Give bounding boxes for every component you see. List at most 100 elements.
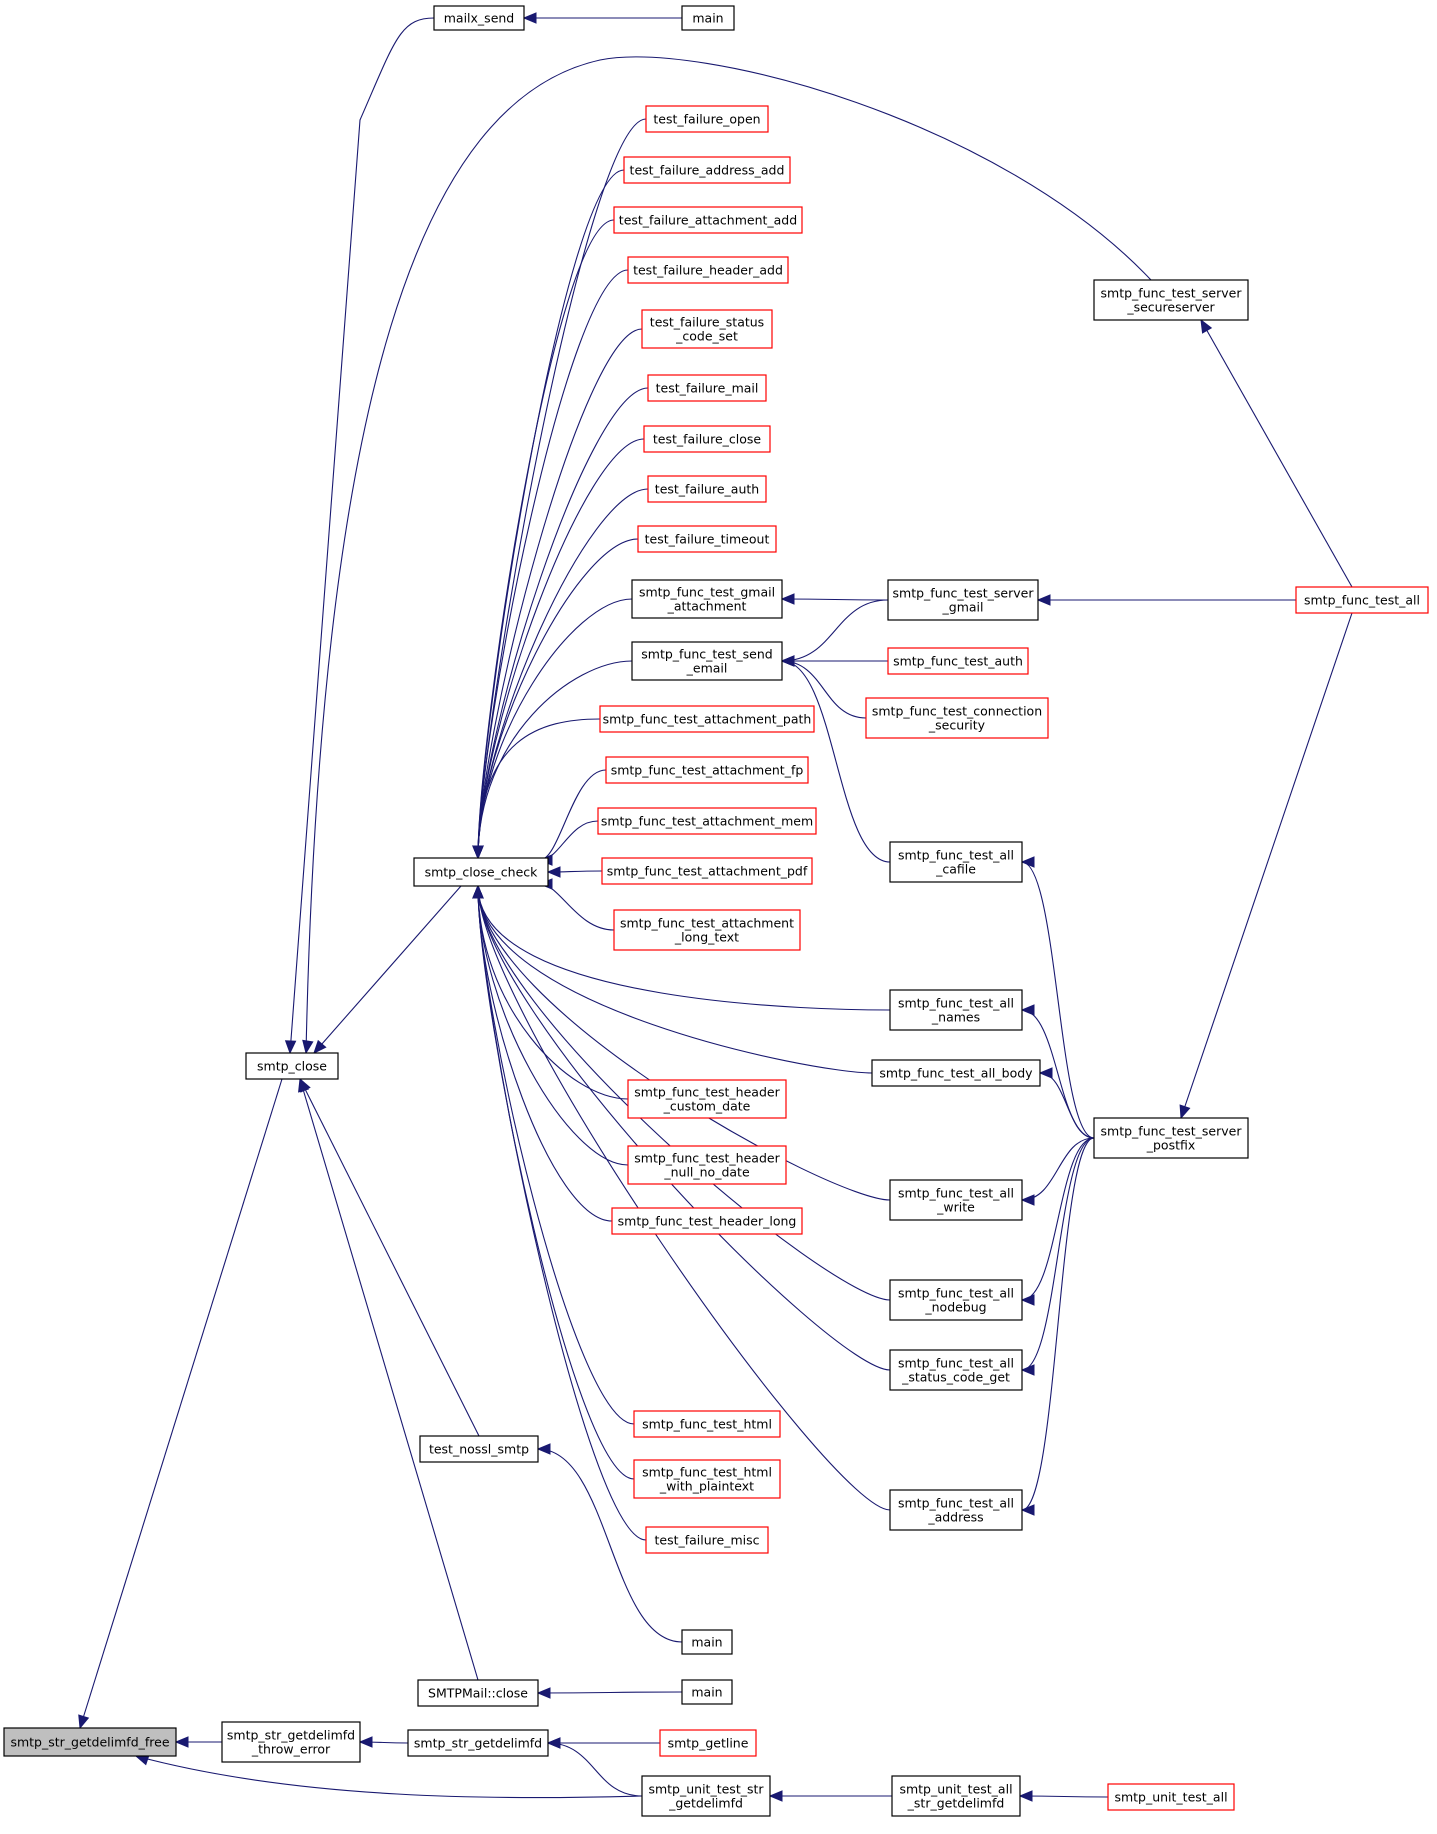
- node-box[interactable]: [641, 309, 773, 349]
- node-nossl[interactable]: test_nossl_smtp: [419, 1435, 539, 1463]
- node-tf-close[interactable]: test_failure_close: [643, 425, 771, 453]
- node-tf-auth[interactable]: test_failure_auth: [647, 475, 767, 503]
- node-box[interactable]: [599, 705, 815, 733]
- node-box[interactable]: [3, 1727, 177, 1757]
- node-focus[interactable]: smtp_str_getdelimfd_free: [3, 1727, 177, 1757]
- node-box[interactable]: [633, 1459, 781, 1499]
- node-all-body[interactable]: smtp_func_test_all_body: [871, 1059, 1041, 1087]
- node-box[interactable]: [627, 256, 789, 284]
- node-box[interactable]: [889, 1489, 1023, 1531]
- node-box[interactable]: [1107, 1783, 1235, 1811]
- node-box[interactable]: [1093, 1117, 1249, 1159]
- node-hdr-null[interactable]: smtp_func_test_header_null_no_date: [627, 1145, 787, 1185]
- node-box[interactable]: [887, 579, 1039, 621]
- node-box[interactable]: [659, 1729, 757, 1757]
- node-gmail-att[interactable]: smtp_func_test_gmail_attachment: [631, 579, 783, 619]
- node-getdelimfd[interactable]: smtp_str_getdelimfd: [407, 1729, 549, 1757]
- node-tf-timeout[interactable]: test_failure_timeout: [637, 525, 777, 553]
- node-box[interactable]: [623, 156, 791, 184]
- node-main1[interactable]: main: [681, 5, 735, 31]
- node-box[interactable]: [433, 5, 525, 31]
- node-ut-all-getdelimfd[interactable]: smtp_unit_test_all_str_getdelimfd: [891, 1775, 1021, 1817]
- node-box[interactable]: [647, 374, 767, 402]
- node-main2[interactable]: main: [681, 1629, 733, 1655]
- node-tf-address-add[interactable]: test_failure_address_add: [623, 156, 791, 184]
- node-tf-status[interactable]: test_failure_status_code_set: [641, 309, 773, 349]
- node-box[interactable]: [681, 1679, 733, 1705]
- node-all-nodebug[interactable]: smtp_func_test_all_nodebug: [889, 1279, 1023, 1321]
- node-box[interactable]: [681, 5, 735, 31]
- node-box[interactable]: [865, 697, 1049, 739]
- node-box[interactable]: [601, 857, 813, 885]
- node-box[interactable]: [611, 1207, 803, 1235]
- node-box[interactable]: [627, 1079, 787, 1119]
- node-tf-open[interactable]: test_failure_open: [645, 105, 769, 133]
- node-box[interactable]: [637, 525, 777, 553]
- node-box[interactable]: [641, 1775, 771, 1817]
- node-box[interactable]: [887, 647, 1029, 675]
- node-box[interactable]: [221, 1721, 361, 1763]
- node-html-plain[interactable]: smtp_func_test_html_with_plaintext: [633, 1459, 781, 1499]
- node-server-postfix[interactable]: smtp_func_test_server_postfix: [1093, 1117, 1249, 1159]
- node-box[interactable]: [407, 1729, 549, 1757]
- node-box[interactable]: [245, 1052, 339, 1080]
- node-tf-mail[interactable]: test_failure_mail: [647, 374, 767, 402]
- node-box[interactable]: [631, 579, 783, 619]
- node-hdr-long[interactable]: smtp_func_test_header_long: [611, 1207, 803, 1235]
- node-tf-header-add[interactable]: test_failure_header_add: [627, 256, 789, 284]
- node-close-check[interactable]: smtp_close_check: [413, 857, 549, 887]
- node-box[interactable]: [871, 1059, 1041, 1087]
- node-box[interactable]: [891, 1775, 1021, 1817]
- node-box[interactable]: [681, 1629, 733, 1655]
- node-all-write[interactable]: smtp_func_test_all_write: [889, 1179, 1023, 1221]
- node-box[interactable]: [647, 475, 767, 503]
- node-box[interactable]: [645, 1526, 769, 1554]
- node-tf-attachment-add[interactable]: test_failure_attachment_add: [613, 206, 803, 234]
- node-box[interactable]: [889, 1349, 1023, 1391]
- node-box[interactable]: [417, 1679, 539, 1707]
- node-getline[interactable]: smtp_getline: [659, 1729, 757, 1757]
- node-box[interactable]: [889, 989, 1023, 1031]
- node-server-secure[interactable]: smtp_func_test_server_secureserver: [1093, 279, 1249, 321]
- node-tf-misc[interactable]: test_failure_misc: [645, 1526, 769, 1554]
- node-ut-getdelimfd[interactable]: smtp_unit_test_str_getdelimfd: [641, 1775, 771, 1817]
- node-func-all[interactable]: smtp_func_test_all: [1295, 586, 1429, 614]
- node-box[interactable]: [613, 206, 803, 234]
- node-box[interactable]: [889, 1279, 1023, 1321]
- node-box[interactable]: [643, 425, 771, 453]
- node-ut-all[interactable]: smtp_unit_test_all: [1107, 1783, 1235, 1811]
- node-box[interactable]: [419, 1435, 539, 1463]
- node-hdr-custom[interactable]: smtp_func_test_header_custom_date: [627, 1079, 787, 1119]
- node-all-cafile[interactable]: smtp_func_test_all_cafile: [889, 841, 1023, 883]
- node-box[interactable]: [1295, 586, 1429, 614]
- node-server-gmail[interactable]: smtp_func_test_server_gmail: [887, 579, 1039, 621]
- node-box[interactable]: [597, 807, 817, 835]
- node-html[interactable]: smtp_func_test_html: [633, 1410, 781, 1438]
- node-att-mem[interactable]: smtp_func_test_attachment_mem: [597, 807, 817, 835]
- node-conn-sec[interactable]: smtp_func_test_connection_security: [865, 697, 1049, 739]
- node-send-email[interactable]: smtp_func_test_send_email: [631, 641, 783, 681]
- node-box[interactable]: [1093, 279, 1249, 321]
- node-smtp-close[interactable]: smtp_close: [245, 1052, 339, 1080]
- node-all-names[interactable]: smtp_func_test_all_names: [889, 989, 1023, 1031]
- node-test-auth[interactable]: smtp_func_test_auth: [887, 647, 1029, 675]
- node-box[interactable]: [627, 1145, 787, 1185]
- node-att-path[interactable]: smtp_func_test_attachment_path: [599, 705, 815, 733]
- node-box[interactable]: [889, 841, 1023, 883]
- node-box[interactable]: [631, 641, 783, 681]
- node-box[interactable]: [605, 756, 809, 784]
- node-att-fp[interactable]: smtp_func_test_attachment_fp: [605, 756, 809, 784]
- node-mailx-send[interactable]: mailx_send: [433, 5, 525, 31]
- node-box[interactable]: [613, 909, 801, 951]
- node-box[interactable]: [413, 857, 549, 887]
- node-all-status[interactable]: smtp_func_test_all_status_code_get: [889, 1349, 1023, 1391]
- node-throw-error[interactable]: smtp_str_getdelimfd_throw_error: [221, 1721, 361, 1763]
- node-all-address[interactable]: smtp_func_test_all_address: [889, 1489, 1023, 1531]
- node-att-pdf[interactable]: smtp_func_test_attachment_pdf: [601, 857, 813, 885]
- node-box[interactable]: [645, 105, 769, 133]
- node-smtpmail-close[interactable]: SMTPMail::close: [417, 1679, 539, 1707]
- node-box[interactable]: [889, 1179, 1023, 1221]
- node-box[interactable]: [633, 1410, 781, 1438]
- node-main3[interactable]: main: [681, 1679, 733, 1705]
- node-att-long[interactable]: smtp_func_test_attachment_long_text: [613, 909, 801, 951]
